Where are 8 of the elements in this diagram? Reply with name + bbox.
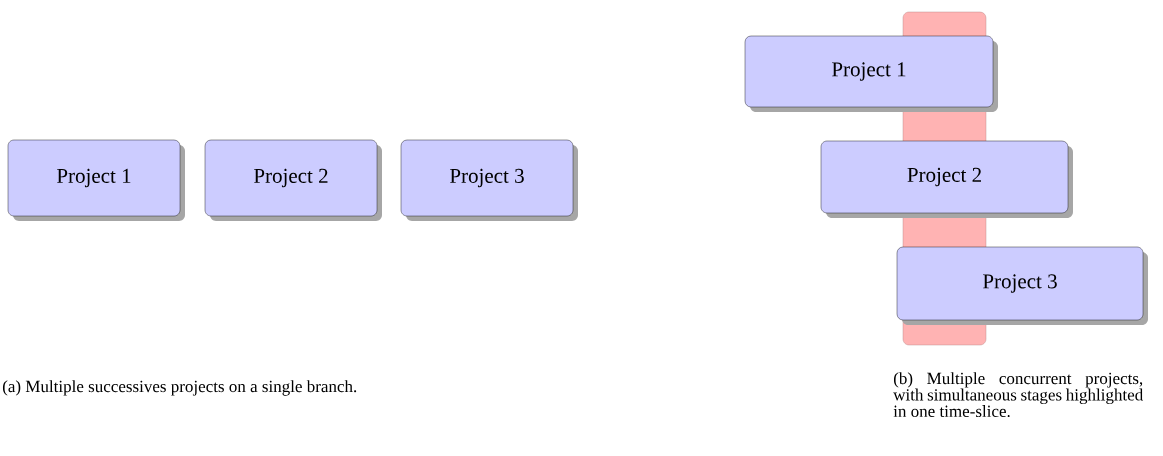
caption: (b) Multiple concurrent projects, with simultaneous stages highlighted in one time-slice. [893,372,1143,418]
project-box: Project 2 [820,140,1073,218]
project-box: Project 3 [896,246,1148,325]
project-box: Project 1 [744,35,998,112]
project-box: Project 1 [7,139,185,221]
caption: (a) Multiple successives projects on a single branch. [2,380,357,396]
project-box: Project 2 [204,139,382,221]
project-box: Project 3 [400,139,578,221]
